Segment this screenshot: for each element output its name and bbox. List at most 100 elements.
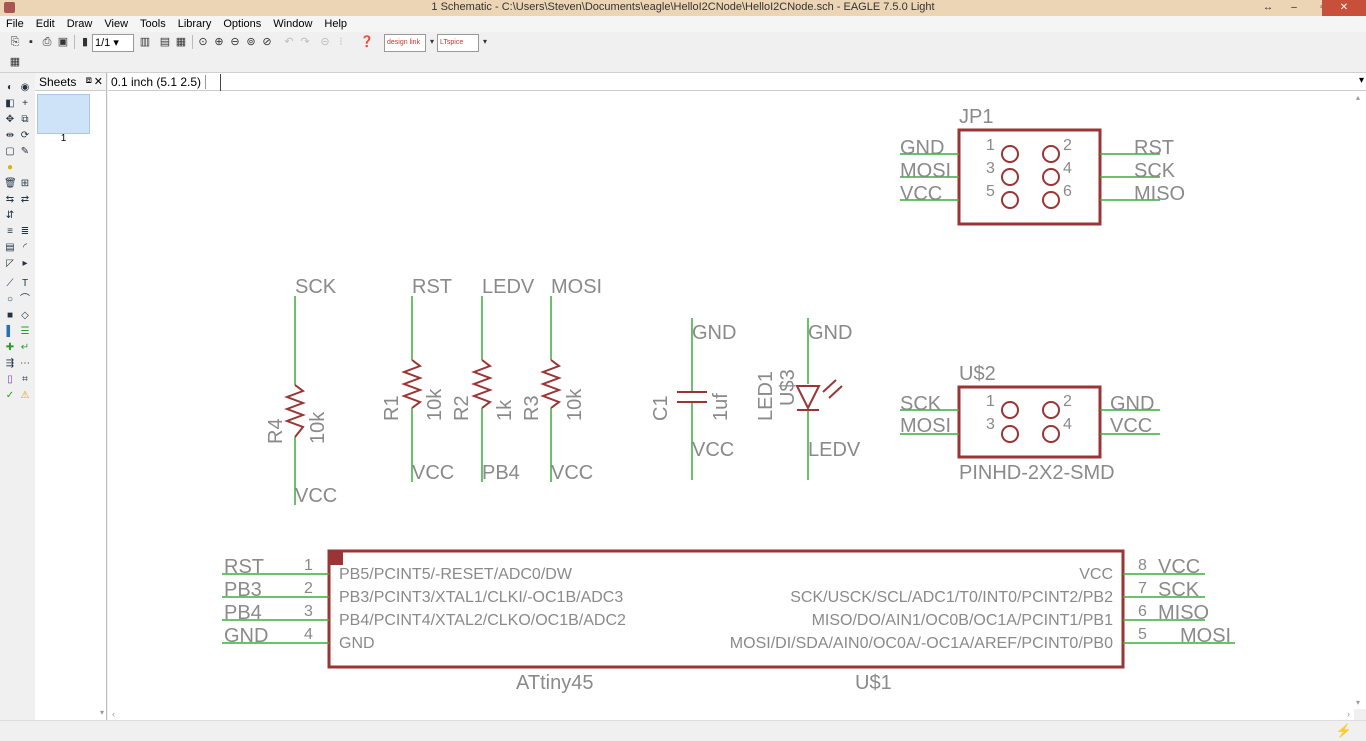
polygon-icon[interactable]: ◇ — [21, 310, 29, 321]
pin-panel-icon[interactable]: ⧈ — [85, 75, 92, 86]
design-link-dropdown-icon[interactable]: ▾ — [429, 37, 434, 46]
redo-icon[interactable]: ↷ — [300, 36, 310, 48]
gateswap-icon[interactable]: ⇄ — [20, 194, 30, 205]
text-icon[interactable]: T — [21, 278, 29, 289]
info-icon[interactable]: ◐ — [6, 82, 14, 93]
paste-icon[interactable]: ● — [6, 162, 14, 173]
menu-draw[interactable]: Draw — [66, 18, 93, 30]
dimension-icon[interactable]: ⋯ — [20, 358, 30, 369]
r3-top-net: MOSI — [551, 276, 602, 298]
change-icon[interactable]: ✎ — [20, 146, 30, 157]
sheets-scroll-down-icon[interactable]: ▾ — [99, 708, 104, 717]
menu-edit[interactable]: Edit — [35, 18, 55, 30]
menu-library[interactable]: Library — [177, 18, 212, 30]
ltspice-label: LTspice — [440, 39, 464, 46]
circle-icon[interactable]: ○ — [6, 294, 14, 305]
scroll-left-icon[interactable]: ‹ — [112, 709, 115, 719]
ltspice-dropdown-icon[interactable]: ▾ — [482, 37, 487, 46]
stop-icon[interactable]: ⊝ — [320, 36, 330, 48]
sheet-icon[interactable]: ▮ — [81, 36, 89, 48]
rotate-icon[interactable]: ⟳ — [20, 130, 30, 141]
ulp-icon[interactable]: ▦ — [175, 36, 187, 48]
minimize-button[interactable]: – — [1291, 2, 1297, 13]
board-icon[interactable]: ▥ — [139, 36, 151, 48]
redraw-icon[interactable]: ⊚ — [246, 36, 256, 48]
attribute-icon[interactable]: ⇶ — [5, 358, 15, 369]
design-link-button[interactable]: design link — [384, 34, 426, 52]
menu-view[interactable]: View — [104, 18, 129, 30]
rect-icon[interactable]: ■ — [6, 310, 14, 321]
arc-icon[interactable]: ⌒ — [20, 294, 30, 305]
replace-icon[interactable]: ⇵ — [5, 210, 15, 221]
copy-icon[interactable]: ⧉ — [21, 114, 29, 125]
mark-icon[interactable]: + — [22, 98, 28, 109]
attiny-func-2: PB3/PCINT3/XTAL1/CLKI/-OC1B/ADC3 — [339, 589, 623, 606]
close-panel-icon[interactable]: ✕ — [93, 76, 103, 88]
scroll-right-icon[interactable]: › — [1347, 709, 1350, 719]
zoom-select-icon[interactable]: ⊘ — [262, 36, 272, 48]
save-icon[interactable]: ▪ — [29, 36, 33, 48]
miter-icon[interactable]: ◜ — [23, 242, 27, 253]
scroll-down-icon[interactable]: ▾ — [1356, 698, 1361, 707]
ltspice-button[interactable]: LTspice — [437, 34, 479, 52]
open-icon[interactable]: ⎘ — [10, 36, 20, 48]
display-icon[interactable]: ◧ — [5, 98, 15, 109]
schematic-canvas[interactable]: JP1 GND MOSI VCC RST SCK MISO U$2 PINHD-… — [108, 91, 1354, 709]
led1-value: U$3 — [777, 369, 799, 406]
zoom-in-icon[interactable]: ⊕ — [214, 36, 224, 48]
scroll-up-icon[interactable]: ▴ — [1356, 93, 1361, 102]
horizontal-scrollbar[interactable]: ‹ › — [108, 709, 1354, 720]
invoke-icon[interactable]: ▸ — [22, 258, 28, 269]
menu-window[interactable]: Window — [273, 18, 313, 30]
smash-icon[interactable]: ▤ — [5, 242, 15, 253]
jp1-pin4-num: 4 — [1063, 160, 1072, 177]
zoom-out-icon[interactable]: ⊖ — [230, 36, 240, 48]
name-icon[interactable]: ≡ — [7, 226, 13, 237]
jp1-pin1-num: 1 — [986, 137, 995, 154]
pinswap-icon[interactable]: ⇆ — [5, 194, 15, 205]
errors-icon[interactable]: ⚠ — [20, 390, 30, 401]
mirror-icon[interactable]: ⇹ — [5, 130, 15, 141]
sheet-select[interactable]: 1/1 ▾ — [92, 34, 134, 52]
menu-tools[interactable]: Tools — [140, 18, 166, 30]
move-icon[interactable]: ✥ — [5, 114, 15, 125]
print-icon[interactable]: ⎙ — [42, 36, 52, 48]
frame-icon[interactable]: ▯ — [7, 374, 13, 385]
label-icon[interactable]: ↵ — [20, 342, 30, 353]
value-icon[interactable]: ≣ — [20, 226, 30, 237]
command-history-dropdown-icon[interactable]: ▾ — [1358, 75, 1364, 86]
maximize-button[interactable]: ▫ — [1308, 0, 1336, 16]
restore-size-icon[interactable]: ↔ — [1263, 2, 1273, 13]
command-toolbar: ◐ ◉ ◧ + ✥ ⧉ ⇹ ⟳ ▢ ✎ ● 🗑 ⊞ ⇆ ⇄ ⇵ ≡ ≣ ▤ ◜ … — [0, 73, 36, 740]
delete-icon[interactable]: 🗑 — [4, 178, 17, 189]
r1-name: R1 — [381, 395, 403, 421]
junction-icon[interactable]: ✚ — [5, 342, 15, 353]
sheets-header: Sheets ⧈ ✕ — [35, 73, 106, 91]
cam-processor-icon[interactable]: ▣ — [57, 36, 69, 48]
net-icon[interactable]: ☰ — [20, 326, 30, 337]
undo-icon[interactable]: ↶ — [284, 36, 294, 48]
grid-icon[interactable]: ▦ — [9, 56, 21, 68]
wire-icon[interactable]: ⟋ — [6, 278, 14, 289]
vertical-scrollbar[interactable]: ▴ ▾ — [1354, 91, 1366, 709]
u2-body — [957, 385, 1102, 459]
menu-options[interactable]: Options — [223, 18, 262, 30]
command-input[interactable] — [220, 74, 1355, 91]
sheet-thumbnail[interactable] — [37, 94, 90, 134]
show-icon[interactable]: ◉ — [20, 82, 30, 93]
bus-icon[interactable]: ▌ — [6, 326, 14, 337]
add-icon[interactable]: ⊞ — [20, 178, 30, 189]
eagle-app-icon[interactable] — [4, 2, 15, 13]
close-button[interactable]: ✕ — [1322, 0, 1366, 16]
sheets-panel: Sheets ⧈ ✕ 1 ▾ — [35, 73, 107, 720]
split-icon[interactable]: ◸ — [6, 258, 14, 269]
go-icon[interactable]: ⁝ — [339, 36, 343, 48]
script-icon[interactable]: ▤ — [159, 36, 171, 48]
erc-icon[interactable]: ✓ — [5, 390, 15, 401]
group-icon[interactable]: ▢ — [5, 146, 15, 157]
help-icon[interactable]: ❓ — [360, 36, 374, 48]
menu-file[interactable]: File — [6, 18, 24, 30]
menu-help[interactable]: Help — [324, 18, 348, 30]
zoom-fit-icon[interactable]: ⊙ — [198, 36, 208, 48]
board-switch-icon[interactable]: ⌗ — [22, 374, 28, 385]
